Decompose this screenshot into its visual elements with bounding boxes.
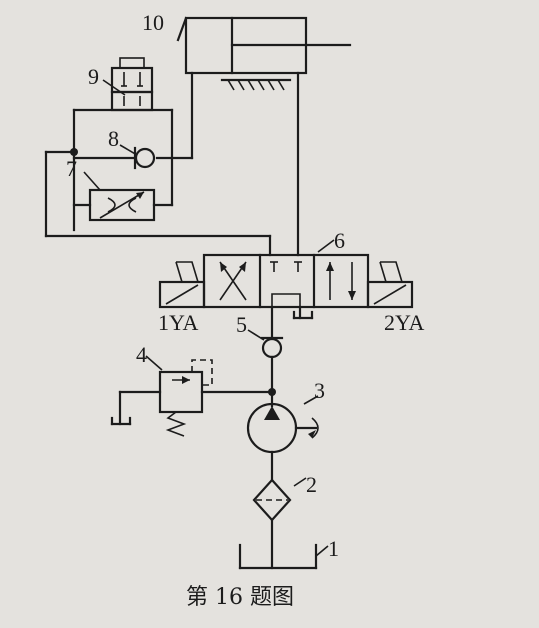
label-9: 9: [88, 64, 99, 89]
label-10: 10: [142, 10, 164, 35]
label-6: 6: [334, 228, 345, 253]
label-1: 1: [328, 536, 339, 561]
label-8: 8: [108, 126, 119, 151]
valve-9: [102, 57, 154, 112]
label-1ya: 1YA: [158, 310, 198, 335]
check-valve-8: [119, 144, 156, 170]
tank-1: [238, 543, 329, 570]
relief-valve-4: [110, 355, 276, 437]
check-valve-5: [247, 305, 284, 408]
label-5: 5: [236, 312, 247, 337]
label-4: 4: [136, 342, 147, 367]
throttle-valve-7: [83, 171, 156, 222]
label-2ya: 2YA: [384, 310, 424, 335]
filter-2: [252, 477, 307, 570]
label-2: 2: [306, 472, 317, 497]
label-7: 7: [66, 156, 77, 181]
pump-3: [246, 395, 319, 482]
label-3: 3: [314, 378, 325, 403]
figure-caption: 第 16 题图: [186, 585, 294, 610]
parallel-branch: [44, 108, 272, 257]
directional-valve-6: [158, 239, 414, 320]
cylinder-10: [176, 16, 352, 257]
